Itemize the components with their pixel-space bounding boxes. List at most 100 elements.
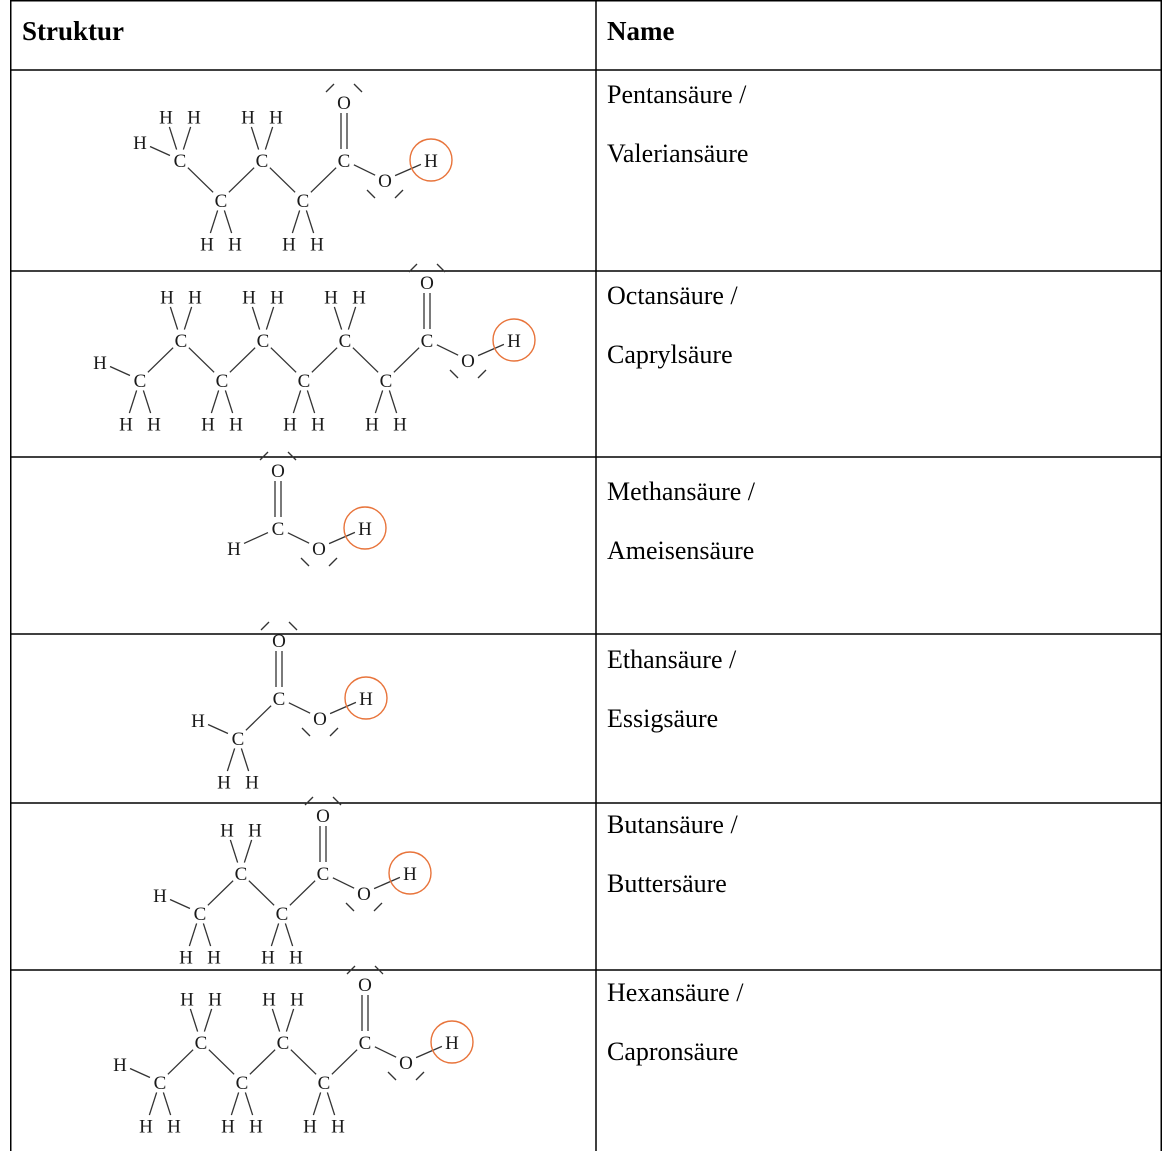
- hydrogen-atom: H: [290, 990, 304, 1011]
- hydrogen-atom: H: [261, 948, 275, 969]
- bond: [168, 126, 178, 150]
- lone-pair: [408, 263, 418, 273]
- carbon-atom: C: [235, 864, 248, 885]
- lone-pair: [449, 369, 459, 379]
- hydrogen-atom: H: [283, 415, 297, 436]
- hydrogen-atom: H: [180, 990, 194, 1011]
- carbon-atom: C: [421, 331, 434, 352]
- row-5-name-iupac: Butansäure /: [607, 810, 738, 839]
- bond: [245, 705, 272, 731]
- header-structure: Struktur: [22, 16, 125, 46]
- carbon-atom: C: [175, 331, 188, 352]
- hydrogen-atom: H: [352, 288, 366, 309]
- lone-pair: [260, 621, 270, 631]
- bond: [291, 210, 301, 234]
- bond: [240, 748, 250, 772]
- bond: [394, 163, 422, 177]
- lone-pair: [374, 965, 384, 975]
- bond: [290, 1049, 317, 1075]
- oxygen-atom: O: [316, 806, 330, 827]
- hydrogen-atom: H: [153, 886, 167, 907]
- lone-pair: [332, 796, 342, 806]
- carbon-atom: C: [256, 151, 269, 172]
- bond: [328, 531, 356, 545]
- carbon-atom: C: [236, 1073, 249, 1094]
- hydrogen-atom: H: [119, 415, 133, 436]
- lone-pair: [301, 727, 311, 737]
- row-2-name-trivial: Caprylsäure: [607, 340, 733, 369]
- oxygen-atom: O: [312, 539, 326, 560]
- bond: [142, 390, 152, 414]
- carbon-atom: C: [339, 331, 352, 352]
- hydrogen-atom: H: [188, 288, 202, 309]
- acidic-hydrogen-highlight: [409, 138, 453, 182]
- hydrogen-atom: H: [133, 133, 147, 154]
- acidic-hydrogen-atom: H: [359, 689, 373, 710]
- hydrogen-atom: H: [282, 235, 296, 256]
- row-1-name-iupac: Pentansäure /: [607, 80, 747, 109]
- carbon-atom: C: [317, 864, 330, 885]
- row-5-name-trivial: Buttersäure: [607, 869, 727, 898]
- bond: [207, 723, 229, 735]
- bond: [229, 347, 256, 373]
- carbon-atom: C: [276, 904, 289, 925]
- hydrogen-atom: H: [249, 1117, 263, 1138]
- bond: [284, 923, 294, 947]
- acidic-hydrogen-atom: H: [445, 1033, 459, 1054]
- hydrogen-atom: H: [227, 539, 241, 560]
- bond: [374, 1046, 397, 1058]
- carbon-atom: C: [216, 371, 229, 392]
- bond: [329, 701, 357, 715]
- hydrogen-atom: H: [200, 235, 214, 256]
- hydrogen-atom: H: [208, 990, 222, 1011]
- bond: [265, 306, 275, 330]
- bond: [226, 748, 236, 772]
- bond: [288, 702, 311, 714]
- hydrogen-atom: H: [228, 235, 242, 256]
- row-2-name-iupac: Octansäure /: [607, 281, 738, 310]
- lone-pair: [366, 189, 376, 199]
- lone-pair: [325, 83, 335, 93]
- hydrogen-atom: H: [242, 288, 256, 309]
- bond: [271, 1008, 281, 1032]
- bond: [182, 126, 192, 150]
- hydrogen-atom: H: [310, 235, 324, 256]
- lone-pair: [328, 557, 338, 567]
- bond: [287, 532, 310, 544]
- hydrogen-atom: H: [393, 415, 407, 436]
- bond: [292, 390, 302, 414]
- bond: [250, 126, 260, 150]
- bond: [203, 1008, 213, 1032]
- hydrogen-atom: H: [160, 288, 174, 309]
- row-3-name-trivial: Ameisensäure: [607, 536, 755, 565]
- bond: [285, 1008, 295, 1032]
- bond: [248, 880, 275, 906]
- bond: [270, 923, 280, 947]
- hydrogen-atom: H: [179, 948, 193, 969]
- carbon-atom: C: [194, 904, 207, 925]
- hydrogen-atom: H: [262, 990, 276, 1011]
- carbon-atom: C: [215, 191, 228, 212]
- bond: [312, 1092, 322, 1116]
- bond: [270, 347, 297, 373]
- lone-pair: [345, 902, 355, 912]
- bond: [373, 876, 401, 890]
- acidic-hydrogen-atom: H: [507, 331, 521, 352]
- bond: [243, 839, 253, 863]
- bond: [289, 880, 316, 906]
- acidic-hydrogen-highlight: [430, 1020, 474, 1064]
- acidic-hydrogen-highlight: [343, 506, 387, 550]
- bond: [148, 1092, 158, 1116]
- bond: [147, 347, 174, 373]
- lone-pair: [287, 451, 297, 461]
- hydrogen-atom: H: [139, 1117, 153, 1138]
- carbon-atom: C: [174, 151, 187, 172]
- bond: [352, 347, 379, 373]
- lone-pair: [304, 796, 314, 806]
- hydrogen-atom: H: [270, 288, 284, 309]
- hydrogen-atom: H: [365, 415, 379, 436]
- bond: [243, 531, 269, 545]
